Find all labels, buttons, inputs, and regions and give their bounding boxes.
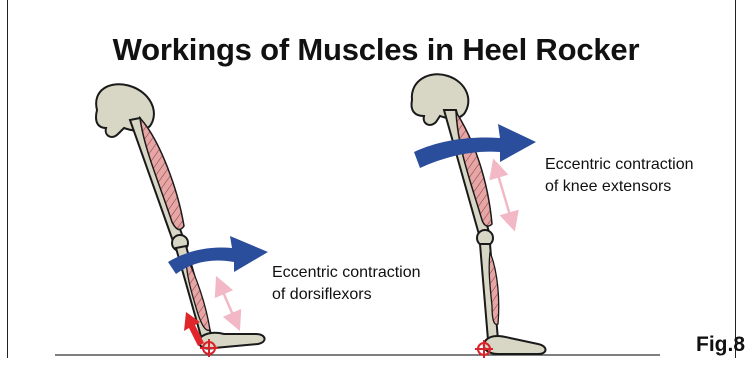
dorsiflexors-annotation: Eccentric contraction of dorsiflexors <box>272 262 421 306</box>
annotation-line: Eccentric contraction <box>272 262 421 284</box>
annotation-line: of dorsiflexors <box>272 284 421 306</box>
knee-extensors-annotation: Eccentric contraction of knee extensors <box>545 154 694 198</box>
annotation-line: of knee extensors <box>545 176 694 198</box>
right-stretch-arrow-icon <box>496 168 512 222</box>
annotation-line: Eccentric contraction <box>545 154 694 176</box>
right-leg-illustration <box>412 74 546 358</box>
right-foot-bone <box>484 336 546 354</box>
figure-label: Fig.8 <box>696 333 745 357</box>
left-leg-illustration <box>96 84 268 357</box>
left-stretch-arrow-icon <box>220 285 236 322</box>
